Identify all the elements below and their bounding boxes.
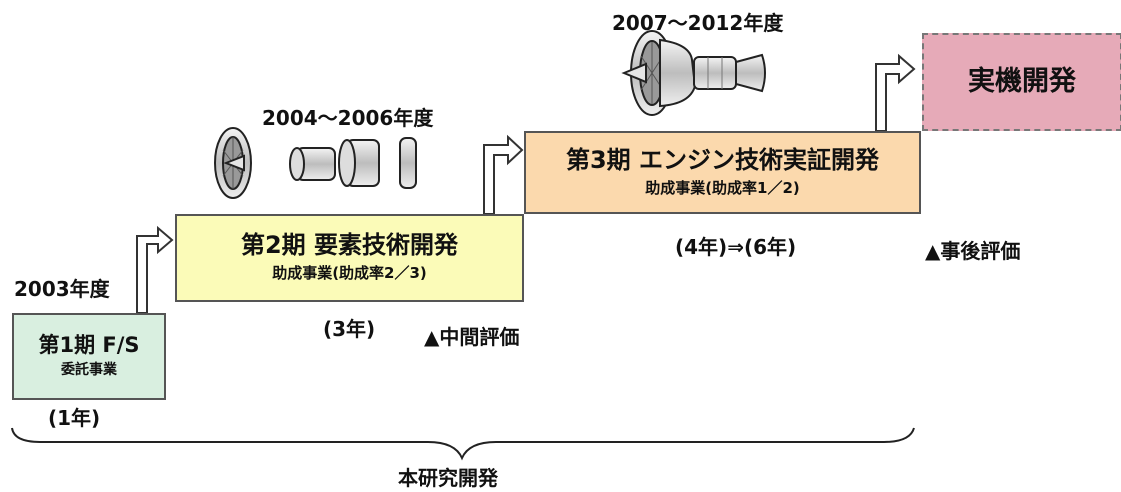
phase1-year-label: 2003年度 — [14, 277, 110, 301]
engine-icon — [621, 30, 766, 116]
practical-dev-box: 実機開発 — [922, 33, 1121, 131]
phase2-year-label: 2004〜2006年度 — [262, 106, 434, 130]
phase1-title: 第1期 F/S — [38, 333, 140, 358]
phase3-duration: (4年)⇒(6年) — [675, 235, 797, 259]
engine-components-icon — [214, 127, 417, 199]
phase2-duration: (3年) — [323, 317, 376, 341]
practical-dev-label: 実機開発 — [968, 66, 1076, 98]
step-arrow-3 — [875, 53, 916, 132]
phase2-title: 第2期 要素技術開発 — [240, 231, 459, 260]
step-arrow-1 — [136, 225, 174, 314]
phase2-box: 第2期 要素技術開発 助成事業(助成率2／3) — [175, 214, 524, 302]
phase1-subtitle: 委託事業 — [61, 362, 117, 379]
phase1-box: 第1期 F/S 委託事業 — [12, 313, 166, 400]
overall-brace — [11, 427, 915, 461]
phase3-year-label: 2007〜2012年度 — [612, 11, 784, 35]
step-arrow-2 — [483, 134, 524, 215]
mid-evaluation-label: ▲中間評価 — [424, 325, 520, 349]
phase2-subtitle: 助成事業(助成率2／3) — [272, 264, 427, 283]
post-evaluation-label: ▲事後評価 — [925, 239, 1021, 263]
overall-label: 本研究開発 — [398, 466, 498, 490]
phase3-subtitle: 助成事業(助成率1／2) — [645, 178, 800, 197]
phase3-box: 第3期 エンジン技術実証開発 助成事業(助成率1／2) — [524, 131, 921, 214]
phase1-duration: (1年) — [48, 406, 101, 430]
phase3-title: 第3期 エンジン技術実証開発 — [565, 145, 880, 174]
